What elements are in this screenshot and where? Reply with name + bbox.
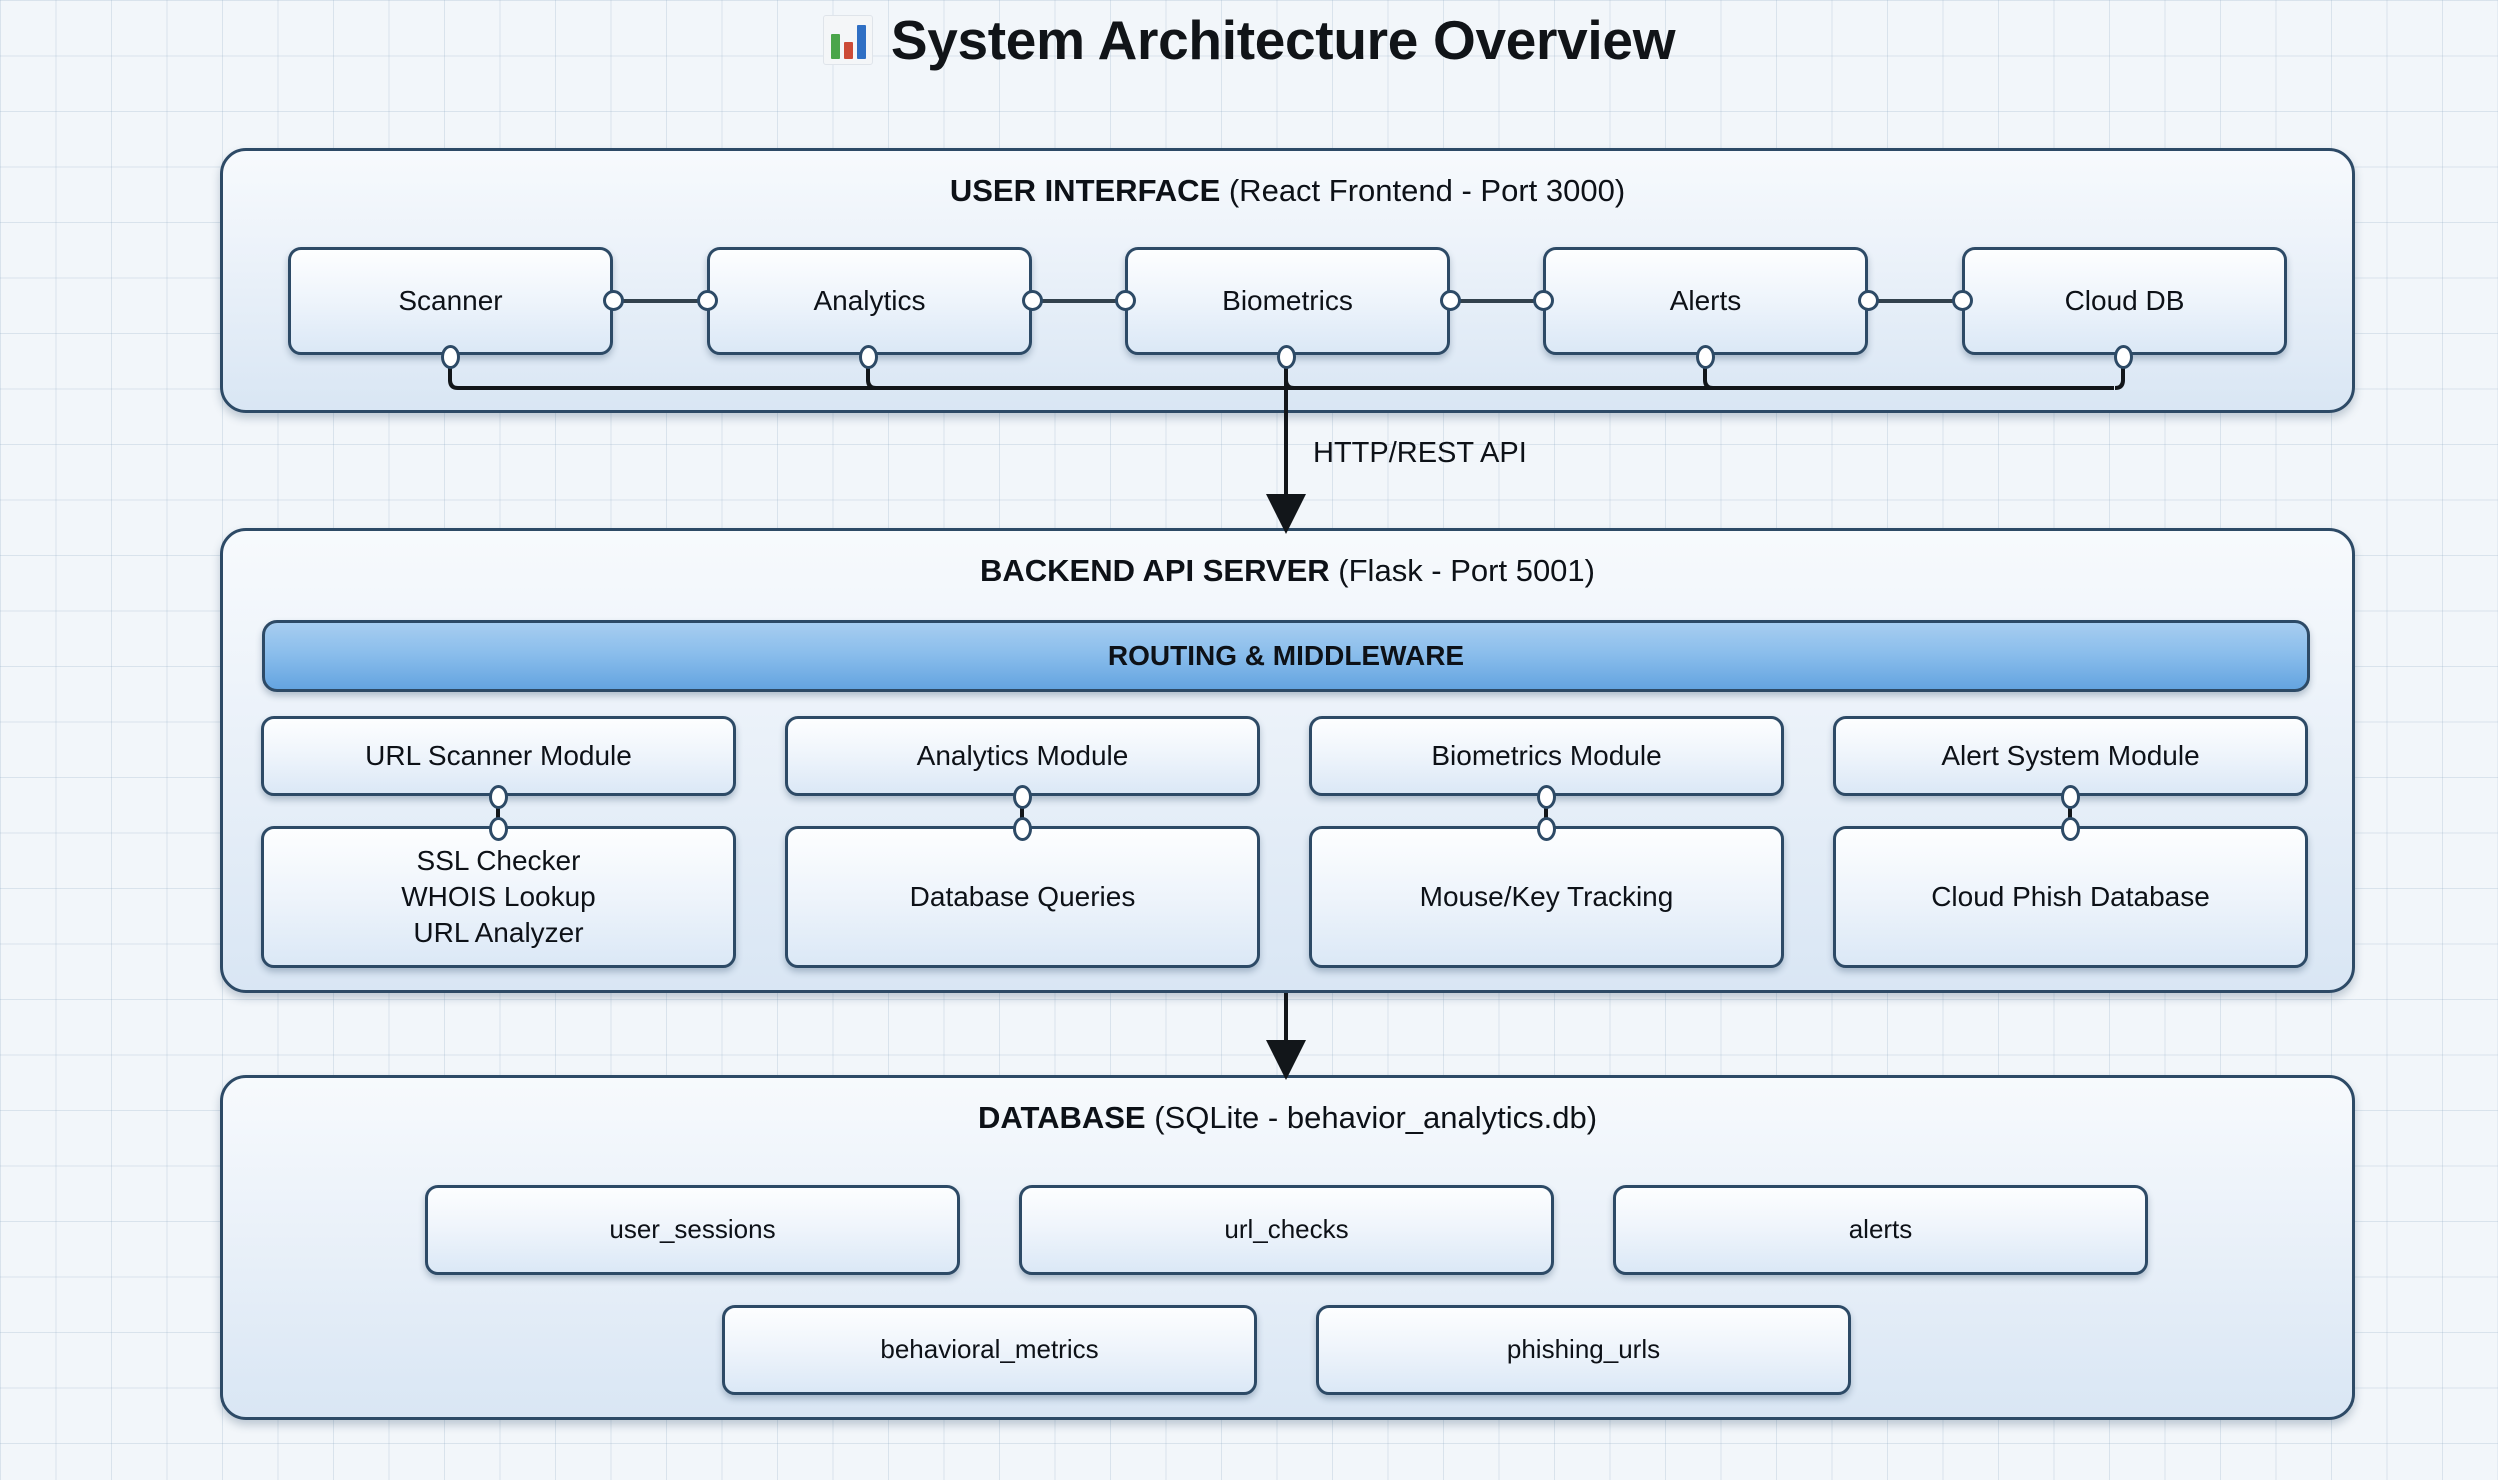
user-interface-title-sub: (React Frontend - Port 3000) xyxy=(1220,173,1626,208)
ui-port-analytics-right[interactable] xyxy=(1022,290,1043,311)
backend-port-col2-top[interactable] xyxy=(1013,785,1032,809)
user-interface-title-main: USER INTERFACE xyxy=(949,173,1221,208)
ui-port-alerts-bottom[interactable] xyxy=(1696,345,1715,369)
db-table-alerts-label: alerts xyxy=(1848,1214,1913,1245)
page-title: System Architecture Overview xyxy=(890,9,1676,71)
backend-module-alert-system-label: Alert System Module xyxy=(1941,740,2200,772)
ui-node-analytics[interactable]: Analytics xyxy=(707,247,1032,355)
ui-node-biometrics[interactable]: Biometrics xyxy=(1125,247,1450,355)
backend-middleware-bar[interactable]: ROUTING & MIDDLEWARE xyxy=(262,620,2310,692)
ui-port-analytics-left[interactable] xyxy=(697,290,718,311)
db-table-behavioral-metrics-label: behavioral_metrics xyxy=(880,1334,1099,1365)
backend-detail-analytics-label: Database Queries xyxy=(909,881,1136,913)
backend-module-biometrics-label: Biometrics Module xyxy=(1431,740,1662,772)
ui-node-scanner[interactable]: Scanner xyxy=(288,247,613,355)
ui-link-alerts-clouddb xyxy=(1868,299,1962,303)
database-title: DATABASE (SQLite - behavior_analytics.db… xyxy=(223,1100,2352,1136)
db-table-phishing-urls-label: phishing_urls xyxy=(1506,1334,1661,1365)
backend-title-main: BACKEND API SERVER xyxy=(980,553,1330,588)
database-title-main: DATABASE xyxy=(977,1100,1146,1135)
backend-module-biometrics[interactable]: Biometrics Module xyxy=(1309,716,1784,796)
backend-detail-analytics[interactable]: Database Queries xyxy=(785,826,1260,968)
backend-detail-biometrics[interactable]: Mouse/Key Tracking xyxy=(1309,826,1784,968)
backend-port-col1-top[interactable] xyxy=(489,785,508,809)
backend-module-analytics-label: Analytics Module xyxy=(916,740,1129,772)
ui-port-clouddb-left[interactable] xyxy=(1952,290,1973,311)
backend-detail-alert-system-label: Cloud Phish Database xyxy=(1931,881,2210,913)
ui-node-scanner-label: Scanner xyxy=(398,285,503,317)
ui-node-analytics-label: Analytics xyxy=(813,285,926,317)
backend-middleware-label: ROUTING & MIDDLEWARE xyxy=(1107,640,1465,672)
backend-module-alert-system[interactable]: Alert System Module xyxy=(1833,716,2308,796)
ui-node-cloud-db-label: Cloud DB xyxy=(2064,285,2185,317)
ui-node-cloud-db[interactable]: Cloud DB xyxy=(1962,247,2287,355)
ui-link-biometrics-alerts xyxy=(1450,299,1543,303)
backend-port-col4-bottom[interactable] xyxy=(2061,817,2080,841)
backend-title: BACKEND API SERVER (Flask - Port 5001) xyxy=(223,553,2352,589)
ui-port-analytics-bottom[interactable] xyxy=(859,345,878,369)
backend-detail-url-scanner[interactable]: SSL Checker WHOIS Lookup URL Analyzer xyxy=(261,826,736,968)
backend-link-col-1 xyxy=(496,790,500,834)
backend-link-col-2 xyxy=(1020,790,1024,834)
bar-chart-icon xyxy=(822,15,873,65)
arrow-label-http-rest-api: HTTP/REST API xyxy=(1313,437,1527,469)
backend-module-analytics[interactable]: Analytics Module xyxy=(785,716,1260,796)
backend-port-col3-bottom[interactable] xyxy=(1537,817,1556,841)
ui-port-biometrics-right[interactable] xyxy=(1440,290,1461,311)
db-table-url-checks-label: url_checks xyxy=(1224,1214,1349,1245)
ui-port-scanner-bottom[interactable] xyxy=(441,345,460,369)
backend-detail-alert-system[interactable]: Cloud Phish Database xyxy=(1833,826,2308,968)
arrow-backend-to-database-head xyxy=(1266,1040,1306,1080)
db-table-user-sessions-label: user_sessions xyxy=(609,1214,776,1245)
db-table-user-sessions[interactable]: user_sessions xyxy=(425,1185,960,1275)
backend-title-sub: (Flask - Port 5001) xyxy=(1329,553,1595,588)
db-table-phishing-urls[interactable]: phishing_urls xyxy=(1316,1305,1851,1395)
ui-link-analytics-biometrics xyxy=(1032,299,1125,303)
backend-port-col3-top[interactable] xyxy=(1537,785,1556,809)
ui-node-alerts[interactable]: Alerts xyxy=(1543,247,1868,355)
ui-port-scanner-right[interactable] xyxy=(603,290,624,311)
database-title-sub: (SQLite - behavior_analytics.db) xyxy=(1145,1100,1598,1135)
ui-port-clouddb-bottom[interactable] xyxy=(2114,345,2133,369)
db-table-url-checks[interactable]: url_checks xyxy=(1019,1185,1554,1275)
backend-detail-url-scanner-label: SSL Checker WHOIS Lookup URL Analyzer xyxy=(401,845,596,948)
ui-link-scanner-analytics xyxy=(613,299,707,303)
backend-port-col2-bottom[interactable] xyxy=(1013,817,1032,841)
ui-port-alerts-right[interactable] xyxy=(1858,290,1879,311)
db-table-alerts[interactable]: alerts xyxy=(1613,1185,2148,1275)
backend-port-col1-bottom[interactable] xyxy=(489,817,508,841)
ui-node-biometrics-label: Biometrics xyxy=(1222,285,1353,317)
ui-node-alerts-label: Alerts xyxy=(1669,285,1742,317)
ui-port-biometrics-left[interactable] xyxy=(1115,290,1136,311)
ui-port-biometrics-bottom[interactable] xyxy=(1277,345,1296,369)
page-title-bar: System Architecture Overview xyxy=(0,8,2498,72)
user-interface-title: USER INTERFACE (React Frontend - Port 30… xyxy=(223,173,2352,209)
backend-module-url-scanner[interactable]: URL Scanner Module xyxy=(261,716,736,796)
ui-port-alerts-left[interactable] xyxy=(1533,290,1554,311)
backend-module-url-scanner-label: URL Scanner Module xyxy=(365,740,632,772)
backend-link-col-4 xyxy=(2068,790,2072,834)
backend-link-col-3 xyxy=(1544,790,1548,834)
backend-port-col4-top[interactable] xyxy=(2061,785,2080,809)
db-table-behavioral-metrics[interactable]: behavioral_metrics xyxy=(722,1305,1257,1395)
backend-detail-biometrics-label: Mouse/Key Tracking xyxy=(1419,881,1674,913)
